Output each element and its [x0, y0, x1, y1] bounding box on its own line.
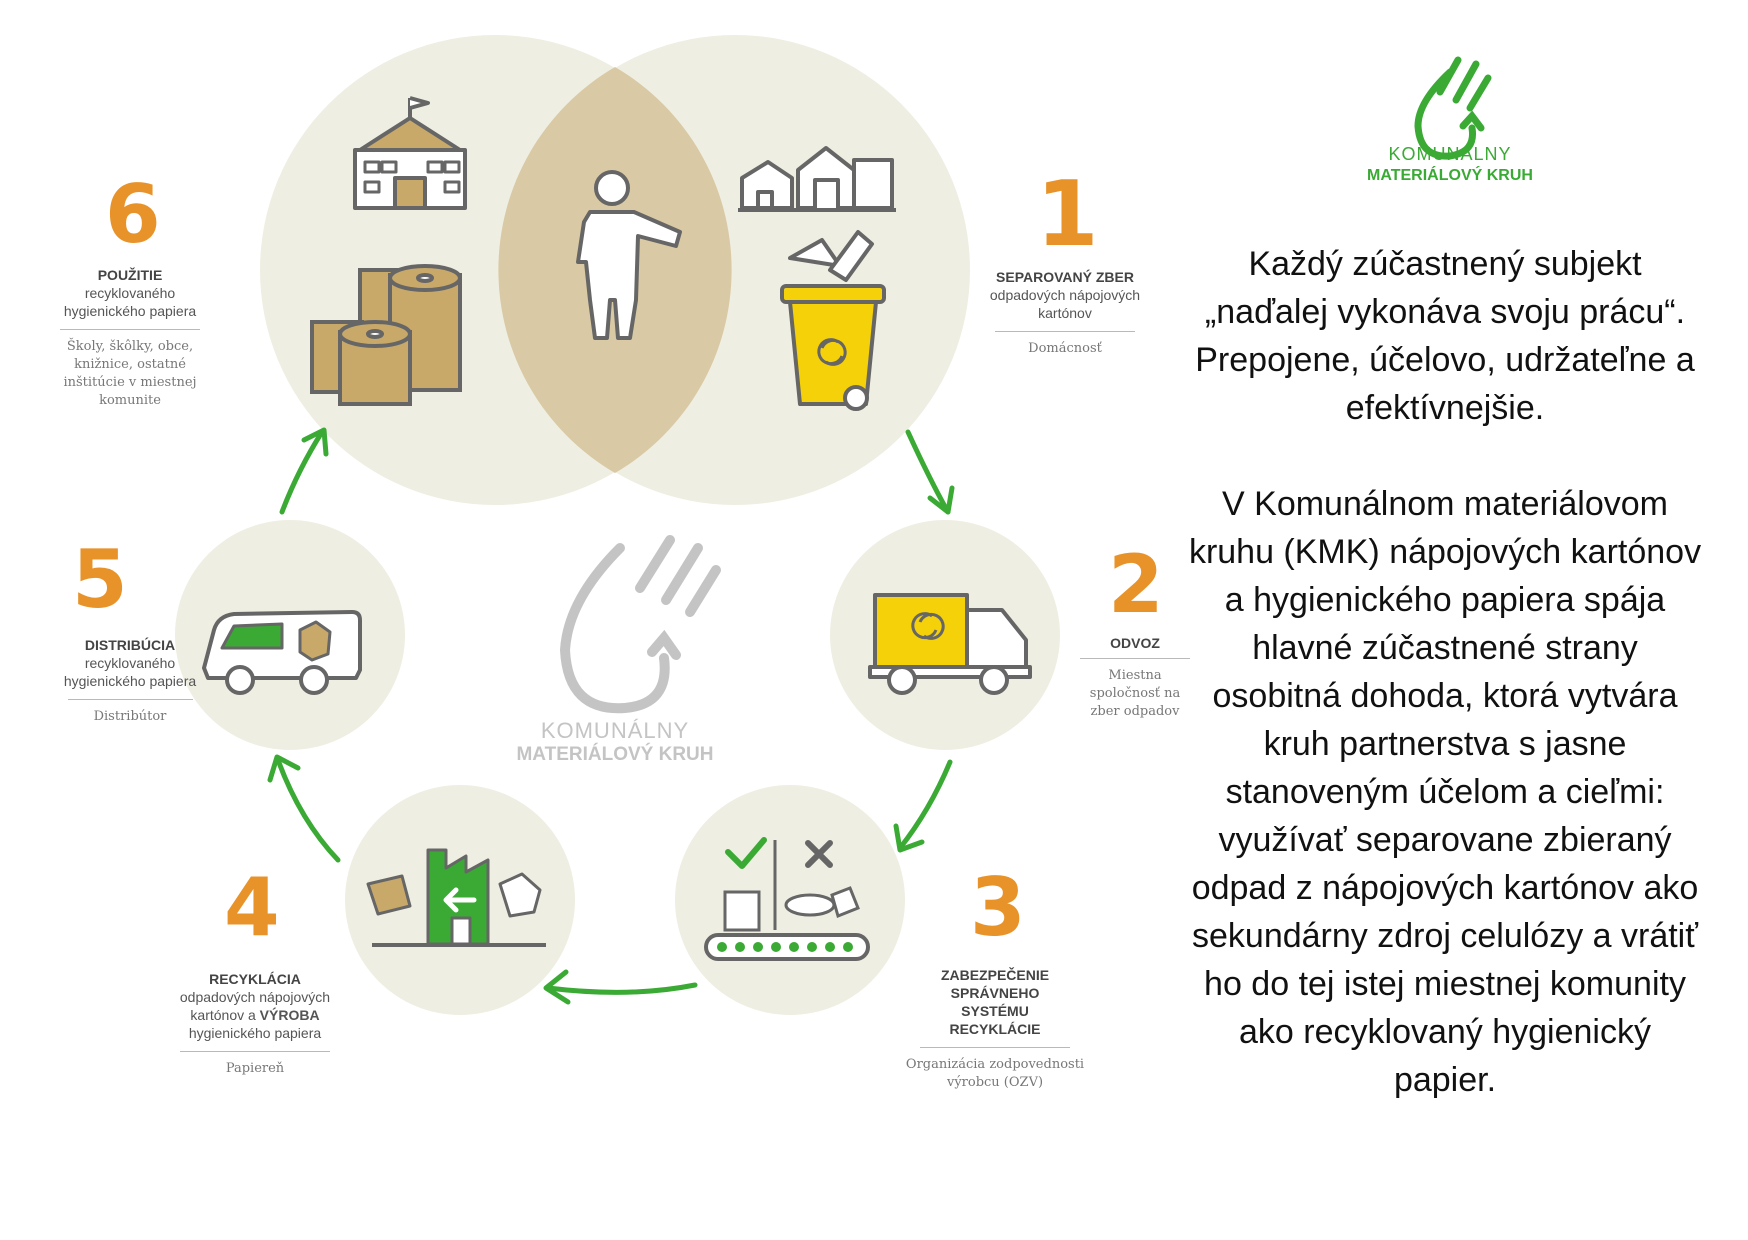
divider	[995, 331, 1135, 332]
center-logo-line1: KOMUNÁLNY	[500, 718, 730, 744]
step-actor: Domácnosť	[980, 340, 1150, 358]
step-desc: recyklovaného hygienického papiera	[50, 284, 210, 320]
step-title: ZABEZPEČENIE SPRÁVNEHO SYSTÉMU RECYKLÁCI…	[920, 966, 1070, 1038]
step-actor: Miestna spoločnosť na zber odpadov	[1085, 667, 1185, 721]
step-desc: odpadových nápojových kartónov	[980, 286, 1150, 322]
description-text: Každý zúčastnený subjekt „naďalej vykoná…	[1185, 240, 1705, 1104]
divider	[920, 1047, 1070, 1048]
step-title: POUŽITIE	[50, 266, 210, 284]
divider	[1080, 658, 1190, 659]
divider	[60, 329, 200, 330]
step-label-3: ZABEZPEČENIE SPRÁVNEHO SYSTÉMU RECYKLÁCI…	[905, 966, 1085, 1092]
step-label-2: ODVOZ Miestna spoločnosť na zber odpadov	[1075, 634, 1195, 721]
step-actor: Distribútor	[50, 708, 210, 726]
hand-logo-icon	[565, 540, 716, 708]
brand-logo-line1: KOMUNÁLNY	[1355, 144, 1545, 166]
step-number-6: 6	[105, 175, 161, 255]
step-title: DISTRIBÚCIA	[50, 636, 210, 654]
step-desc: recyklovaného hygienického papiera	[50, 654, 210, 690]
center-logo-line2: MATERIÁLOVÝ KRUH	[500, 744, 730, 767]
step-title: RECYKLÁCIA	[165, 970, 345, 988]
step-title: ODVOZ	[1075, 634, 1195, 652]
step-number-1: 1	[1036, 170, 1099, 260]
step-label-5: DISTRIBÚCIA recyklovaného hygienického p…	[50, 636, 210, 726]
step-label-1: SEPAROVANÝ ZBER odpadových nápojových ka…	[980, 268, 1150, 358]
step-label-4: RECYKLÁCIA odpadových nápojových kartóno…	[165, 970, 345, 1078]
step-actor: Školy, škôlky, obce, knižnice, ostatné i…	[60, 338, 200, 410]
step-title: SEPAROVANÝ ZBER	[980, 268, 1150, 286]
step-number-4: 4	[224, 868, 280, 948]
description-paragraph-1: Každý zúčastnený subjekt „naďalej vykoná…	[1185, 240, 1705, 432]
arrow-icon	[282, 432, 322, 512]
brand-logo-text: KOMUNÁLNY MATERIÁLOVÝ KRUH	[1355, 144, 1545, 185]
brand-logo-line2: MATERIÁLOVÝ KRUH	[1355, 166, 1545, 185]
arrow-icon	[900, 762, 950, 848]
arrow-icon	[278, 760, 338, 860]
divider	[180, 1051, 330, 1052]
step-number-3: 3	[970, 868, 1026, 948]
description-paragraph-2: V Komunálnom materiálovom kruhu (KMK) ná…	[1185, 480, 1705, 1104]
step-actor: Papiereň	[165, 1060, 345, 1078]
step-label-6: POUŽITIE recyklovaného hygienického papi…	[50, 266, 210, 410]
step-desc-c: hygienického papiera	[189, 1025, 321, 1041]
arrow-icon	[548, 985, 695, 992]
divider	[68, 699, 193, 700]
step-number-5: 5	[72, 540, 128, 620]
brand-logo-icon	[1418, 60, 1488, 156]
arrow-icon	[908, 432, 948, 512]
step-actor: Organizácia zodpovednosti výrobcu (OZV)	[905, 1056, 1085, 1092]
center-logo-text: KOMUNÁLNY MATERIÁLOVÝ KRUH	[500, 718, 730, 767]
step-desc: odpadových nápojových kartónov a VÝROBA …	[165, 988, 345, 1042]
step-number-2: 2	[1108, 545, 1164, 625]
step-desc-b: VÝROBA	[260, 1007, 320, 1023]
